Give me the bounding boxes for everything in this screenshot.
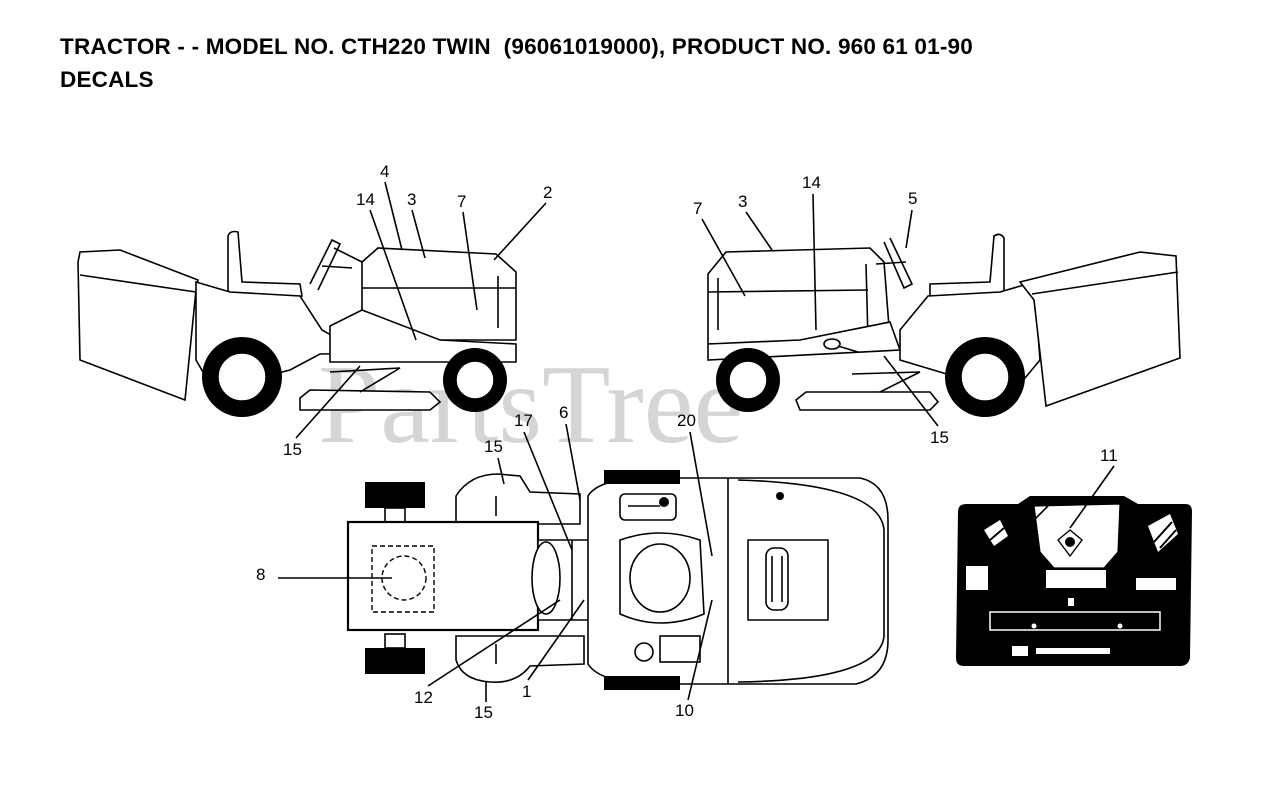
callouts-top-view: 17 6 15 20 8 12 1 15 10 — [256, 403, 713, 722]
mower-deck-right — [795, 391, 940, 411]
tractor-top-view — [346, 470, 889, 690]
callout-12: 12 — [414, 688, 433, 707]
callout-5: 5 — [908, 189, 917, 208]
rear-tire-top — [365, 482, 425, 508]
callout-11: 11 — [1100, 446, 1118, 465]
callout-15: 15 — [283, 440, 302, 459]
callout-15: 15 — [484, 437, 503, 456]
tractor-left-side-view — [77, 230, 517, 417]
callout-2: 2 — [543, 183, 552, 202]
callout-4: 4 — [380, 162, 389, 181]
callouts-right-view: 7 3 14 5 15 — [693, 173, 949, 447]
seat-left — [227, 230, 303, 299]
page-title: TRACTOR - - MODEL NO. CTH220 TWIN (96061… — [60, 34, 973, 59]
tractor-right-side-view — [707, 233, 1181, 417]
grass-bag-top — [346, 520, 540, 632]
rear-tire-bottom — [365, 648, 425, 674]
callout-6: 6 — [559, 403, 568, 422]
seat-right — [929, 233, 1005, 299]
callout-3: 3 — [738, 192, 747, 211]
grass-bag-left — [77, 249, 199, 402]
callout-8: 8 — [256, 565, 265, 584]
fender-bottom — [455, 635, 585, 683]
callout-15: 15 — [474, 703, 493, 722]
callout-1: 1 — [522, 682, 531, 701]
callout-17: 17 — [514, 411, 533, 430]
callout-14: 14 — [802, 173, 821, 192]
callout-3: 3 — [407, 190, 416, 209]
callout-7: 7 — [457, 192, 466, 211]
control-panel-decal-view — [956, 496, 1192, 666]
callouts-panel-view: 11 — [1069, 446, 1118, 529]
callouts-left-view: 4 14 3 7 2 15 — [283, 162, 552, 459]
callout-20: 20 — [677, 411, 696, 430]
callout-15: 15 — [930, 428, 949, 447]
callout-10: 10 — [675, 701, 694, 720]
fender-top — [455, 473, 581, 525]
mower-deck-left — [299, 389, 442, 411]
callout-14: 14 — [356, 190, 375, 209]
callout-7: 7 — [693, 199, 702, 218]
page-subtitle: DECALS — [60, 67, 154, 92]
